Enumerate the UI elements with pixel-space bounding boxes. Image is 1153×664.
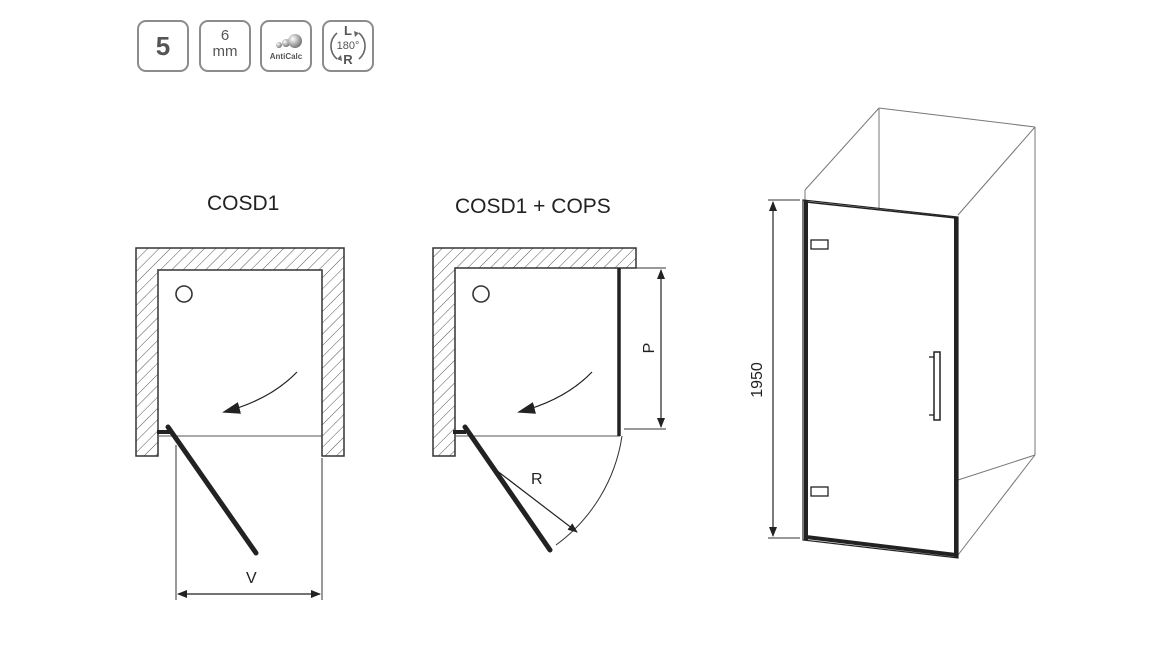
plan-view-cosd1: V — [135, 247, 345, 600]
thickness-value: 5 — [155, 31, 171, 61]
hinge-top — [810, 239, 829, 250]
door-leaf — [165, 424, 259, 556]
rotation-badge: L 180° R — [322, 20, 374, 72]
glass-thickness-badge: 6 mm — [199, 20, 251, 72]
anticalc-badge: AntiCalc — [260, 20, 312, 72]
rotation-left-label: L — [344, 23, 352, 38]
width-label: V — [246, 570, 257, 587]
glass-thickness-value: 6 — [220, 27, 230, 44]
radius-label: R — [531, 471, 543, 488]
plan-view-cosd1-cops: R P — [432, 247, 666, 553]
rotation-right-label: R — [343, 52, 353, 67]
droplets-icon — [276, 34, 302, 48]
hinge-bottom — [810, 486, 829, 497]
diagram-title-cosd1: COSD1 — [207, 192, 280, 215]
swing-arrow — [222, 371, 298, 414]
door-handle — [933, 351, 941, 421]
radius-dimension — [495, 469, 578, 533]
height-label: 1950 — [749, 362, 766, 398]
drain-icon — [175, 285, 193, 303]
rotation-arrows-icon — [330, 31, 366, 61]
glass-thickness-unit: mm — [212, 43, 238, 60]
drain-icon — [472, 285, 490, 303]
swing-radius-arc — [555, 435, 623, 546]
anticalc-label: AntiCalc — [269, 52, 303, 61]
panel-label: P — [641, 343, 658, 354]
rotation-angle-label: 180° — [336, 40, 360, 52]
door-leaf — [462, 424, 553, 553]
perspective-view: 1950 — [749, 107, 1036, 559]
swing-arrow — [517, 371, 593, 414]
thickness-badge: 5 — [137, 20, 189, 72]
diagram-title-cosd1-cops: COSD1 + COPS — [455, 195, 611, 218]
